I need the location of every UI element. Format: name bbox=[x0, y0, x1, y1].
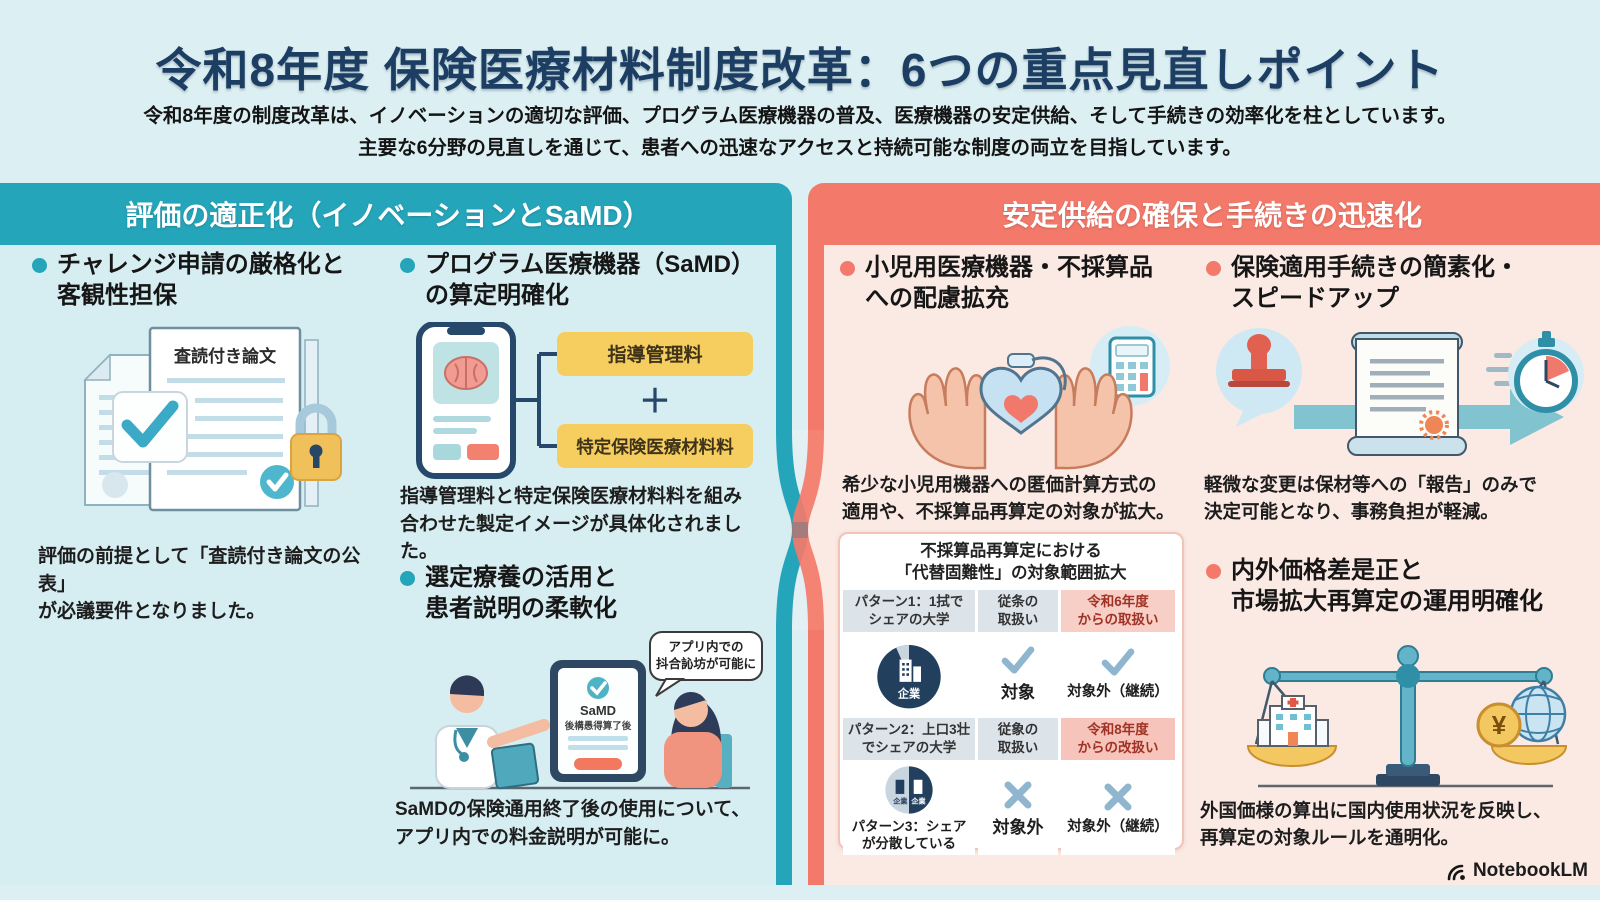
samd-phone-fee-diagram: 指導管理料 ＋ 特定保険医療材料料 bbox=[416, 322, 753, 479]
bullet-icon bbox=[1206, 261, 1221, 276]
speech-bubble-line1: アプリ内での bbox=[668, 639, 743, 654]
left-item-samd-pricing: プログラム医療機器（SaMD） の算定明確化 bbox=[400, 250, 770, 311]
plus-sign: ＋ bbox=[639, 383, 671, 419]
hands-heart-device-illustration bbox=[908, 326, 1170, 470]
table-header-pattern1: パターン1：1拭で シェアの大学 bbox=[843, 589, 975, 632]
cell-label: 対象外 bbox=[992, 817, 1044, 837]
notebooklm-brand: NotebookLM bbox=[1446, 860, 1588, 882]
left-item-challenge-title: チャレンジ申請の厳格化と 客観性担保 bbox=[57, 251, 345, 309]
split-share-pie-icon: 企業 企業 bbox=[885, 766, 933, 814]
cell-label: 対象外（継続） bbox=[1067, 684, 1169, 701]
table-title: 不採算品再算定における 「代替固難性」の対象範囲拡大 bbox=[895, 542, 1127, 582]
company-share-pie-icon: 企業 bbox=[877, 644, 941, 708]
stamp-document-stopwatch-illustration bbox=[1216, 328, 1584, 456]
left-item-samd-pricing-title: プログラム医療機器（SaMD） の算定明確化 bbox=[425, 251, 755, 309]
page-subtitle-line2: 主要な6分野の見直しを通じて、患者への迅速なアクセスと持続可能な制度の両立を目指… bbox=[358, 137, 1242, 159]
right-item-pediatric-title: 小児用医療機器・不採算品 への配慮拡充 bbox=[865, 254, 1153, 312]
patient-body bbox=[664, 732, 722, 788]
cell-label: 対象外（継続） bbox=[1067, 818, 1169, 835]
gear-watermark-icon bbox=[102, 472, 128, 498]
speech-bubble bbox=[649, 631, 763, 681]
pattern3-label: パターン3：シェア が分散している bbox=[851, 819, 967, 852]
pie-company-label: 企業 bbox=[897, 686, 921, 700]
left-panel-header: 評価の適正化（イノベーションとSaMD） bbox=[125, 200, 651, 231]
speech-bubble-line2: 抖合訫坊が可能に bbox=[656, 656, 756, 671]
table-cell-reiwa6-result: 対象外（継続） bbox=[1061, 634, 1175, 715]
fee-box-2-label: 特定保険医療材料料 bbox=[576, 437, 734, 457]
table-cell-reiwa8-result: 対象外（継続） bbox=[1061, 762, 1175, 855]
notebooklm-label: NotebookLM bbox=[1472, 860, 1588, 881]
table-header-old-handling: 従条の 取扱い bbox=[978, 589, 1058, 632]
check-icon bbox=[121, 400, 179, 448]
lock-shackle bbox=[295, 403, 337, 436]
doc-label: 査読付き論文 bbox=[173, 346, 277, 366]
yen-symbol: ¥ bbox=[1492, 710, 1507, 740]
table-cell-pattern3: 企業 企業 パターン3：シェア が分散している bbox=[843, 762, 975, 855]
clipboard-icon bbox=[490, 742, 540, 790]
tablet-screen-subtitle: 後構愚得算了後 bbox=[565, 720, 632, 732]
notebooklm-icon bbox=[1447, 864, 1465, 881]
right-panel-header: 安定供給の確保と手続きの迅速化 bbox=[1001, 200, 1422, 231]
right-item-price-gap-caption: 外国価様の算出に国内使用状況を反映し、 再算定の対象ルールを通明化。 bbox=[1200, 800, 1552, 848]
right-item-procedure-speedup: 保険適用手続きの簡素化・ スピードアップ bbox=[1206, 253, 1596, 314]
peer-reviewed-paper-lock-illustration: 査読付き論文 bbox=[83, 326, 342, 512]
table-header-reiwa6: 令和6年度 からの取扱い bbox=[1061, 589, 1175, 632]
left-item-challenge: チャレンジ申請の厳格化と 客観性担保 bbox=[32, 250, 382, 311]
seal-icon bbox=[1425, 416, 1443, 434]
tablet-screen-title: SaMD bbox=[580, 703, 616, 718]
bullet-icon bbox=[1206, 564, 1221, 579]
page-title: 令和8年度 保険医療材料制度改革：6つの重点見直しポイント bbox=[155, 44, 1445, 96]
scroll-document bbox=[1355, 338, 1459, 448]
device-wire bbox=[1031, 356, 1067, 391]
table-grid: パターン1：1拭で シェアの大学 従条の 取扱い 令和6年度 からの取扱い 企業 bbox=[840, 589, 1182, 855]
bullet-icon bbox=[400, 571, 415, 586]
right-item-price-gap-title: 内外価格差是正と 市場拡大再算定の運用明確化 bbox=[1231, 557, 1543, 615]
yen-coin-icon bbox=[1476, 702, 1522, 748]
right-item-pediatric: 小児用医療機器・不採算品 への配慮拡充 bbox=[840, 253, 1190, 314]
cross-icon bbox=[1104, 783, 1132, 811]
right-pan bbox=[1490, 745, 1568, 765]
left-item-samd-pricing-caption: 指導管理料と特定保険医療材料料を組み 合わせた製定イメージが具体化されました。 bbox=[400, 486, 743, 563]
fee-box-1 bbox=[557, 332, 753, 376]
pie-company-label-right: 企業 bbox=[910, 797, 926, 806]
table-header-reiwa8: 令和8年度 からの改扱い bbox=[1061, 717, 1175, 760]
table-cell-pattern1-icon: 企業 bbox=[843, 634, 975, 715]
stethoscope-icon bbox=[459, 752, 469, 762]
check-badge-icon bbox=[260, 465, 294, 499]
stamp-icon bbox=[1247, 334, 1271, 356]
inner-heart bbox=[1004, 395, 1038, 423]
left-hand bbox=[908, 367, 987, 470]
panel-divider-crossing-ribbons bbox=[770, 430, 830, 630]
left-item-selective-care: 選定療養の活用と 患者説明の柔軟化 bbox=[400, 563, 760, 624]
cell-label: 対象 bbox=[1001, 683, 1035, 703]
table-cell-old-target: 対象 bbox=[978, 634, 1058, 715]
pie-company-label-left: 企業 bbox=[892, 797, 908, 806]
check-icon bbox=[1101, 648, 1135, 676]
right-item-price-gap: 内外価格差是正と 市場拡大再算定の運用明確化 bbox=[1206, 556, 1596, 617]
recalculation-table-card: 不採算品再算定における 「代替固難性」の対象範囲拡大 パターン1：1拭で シェア… bbox=[838, 532, 1184, 855]
left-item-challenge-caption: 評価の前提として「査読付き論文の公表」 が必議要件となりました。 bbox=[38, 546, 361, 623]
left-pan bbox=[1246, 745, 1338, 767]
table-cell-old-excluded: 対象外 bbox=[978, 762, 1058, 855]
doctor-patient-illustration: SaMD 後構愚得算了後 アプリ内での 抖合訫坊が可能に bbox=[410, 631, 763, 790]
left-item-selective-care-caption: SaMDの保険通用終了後の使用について、 アプリ内での料金説明が可能に。 bbox=[395, 799, 751, 848]
left-panel: 評価の適正化（イノベーションとSaMD） bbox=[0, 183, 792, 885]
left-item-selective-care-title: 選定療養の活用と 患者説明の柔軟化 bbox=[425, 564, 617, 622]
right-item-procedure-speedup-title: 保険適用手続きの簡素化・ スピードアップ bbox=[1231, 254, 1519, 312]
fee-box-2 bbox=[557, 424, 753, 468]
table-header-pattern2: パターン2：上口3壮 でシェアの大学 bbox=[843, 717, 975, 760]
right-item-pediatric-caption: 希少な小児用機器への匿価計算方式の 適用や、不採算品再算定の対象が拡大。 bbox=[842, 474, 1175, 522]
bullet-icon bbox=[400, 258, 415, 273]
page-subtitle-line1: 令和8年度の制度改革は、イノベーションの適切な評価、プログラム医療機器の普及、医… bbox=[143, 105, 1457, 127]
doctor-arm bbox=[487, 719, 550, 748]
bullet-icon bbox=[32, 258, 47, 273]
table-header-old-handling2: 従象の 取扱い bbox=[978, 717, 1058, 760]
cross-icon bbox=[1004, 781, 1032, 809]
balance-scale-illustration: ¥ bbox=[1246, 645, 1568, 788]
fee-box-1-label: 指導管理料 bbox=[607, 343, 702, 366]
check-icon bbox=[1001, 646, 1035, 674]
right-item-procedure-speedup-caption: 軽微な変更は保材等への「報告」のみで 決定可能となり、事務負担が軽減。 bbox=[1204, 474, 1538, 522]
bullet-icon bbox=[840, 261, 855, 276]
